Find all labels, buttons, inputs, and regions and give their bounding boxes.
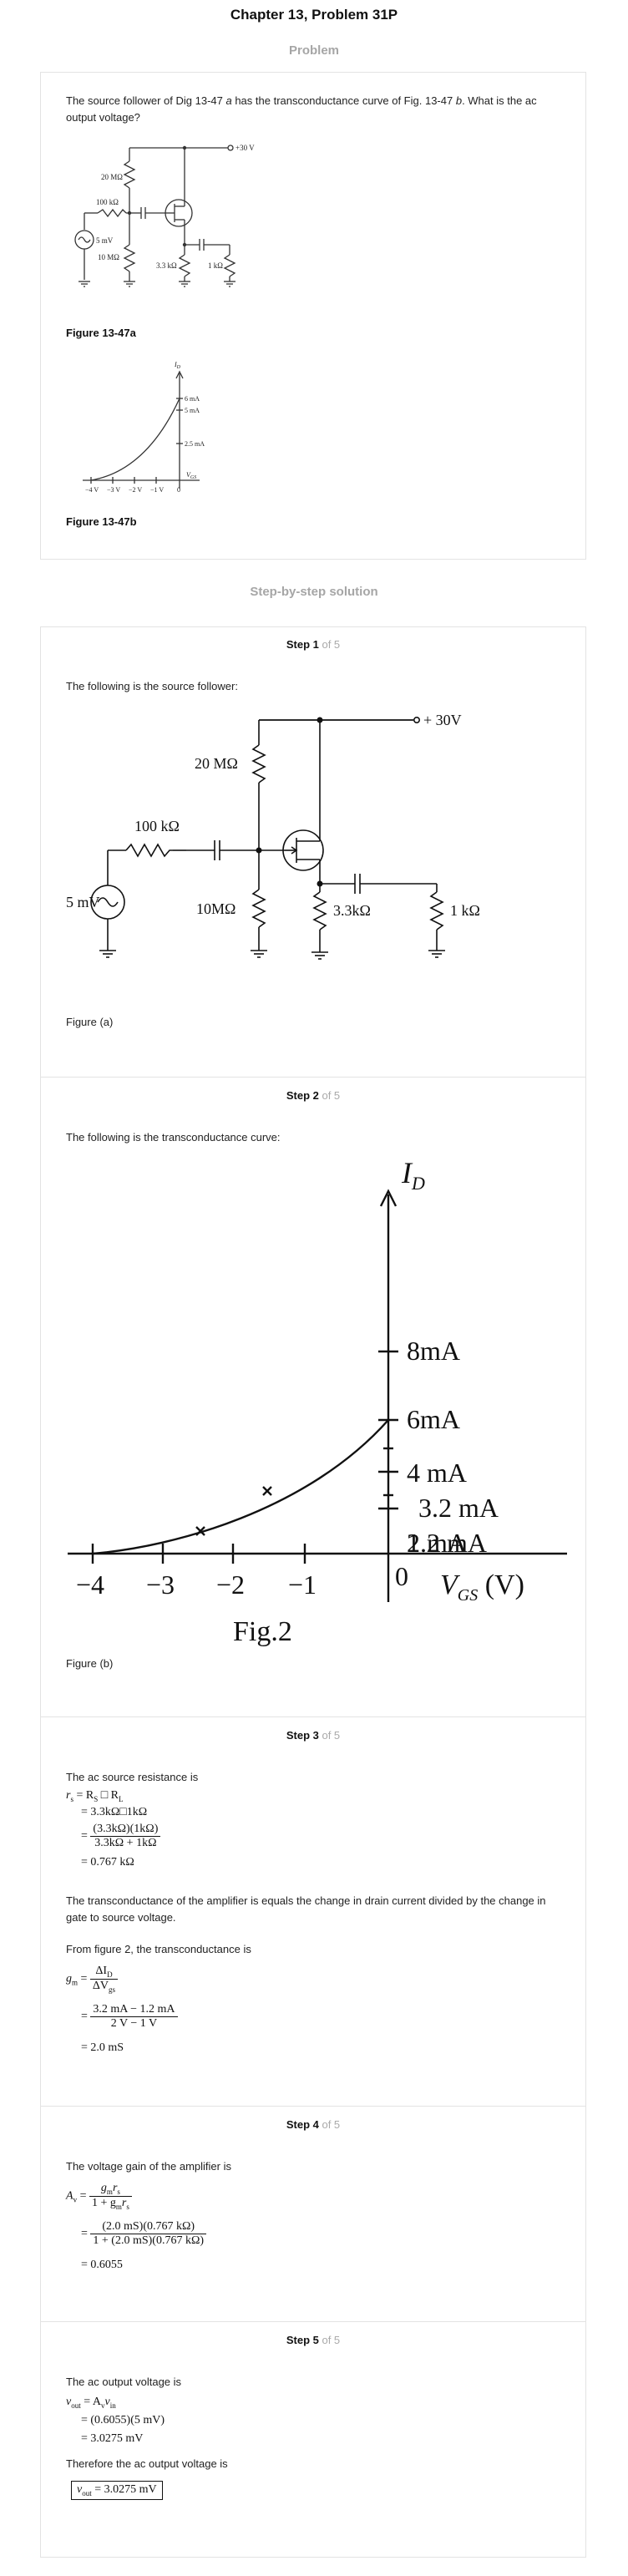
step-1-header: Step 1 of 5 bbox=[286, 638, 341, 651]
svg-text:−1: −1 bbox=[288, 1569, 317, 1600]
svg-text:−4: −4 bbox=[76, 1569, 104, 1600]
svg-text:−2: −2 bbox=[216, 1569, 245, 1600]
step-3-equation-1: rs = RS □ RL = 3.3kΩ□1kΩ = (3.3kΩ)(1kΩ)3… bbox=[66, 1789, 560, 1869]
svg-text:−3 V: −3 V bbox=[107, 486, 120, 494]
page-title: Chapter 13, Problem 31P bbox=[230, 7, 398, 23]
step-5-text-2: Therefore the ac output voltage is bbox=[66, 2457, 228, 2470]
fig-b-25ma: 2.5 mA bbox=[185, 440, 205, 448]
figure-13-47a-caption: Figure 13-47a bbox=[66, 327, 136, 339]
step1-rs-label: 3.3kΩ bbox=[333, 902, 371, 919]
step-5-text-1: The ac output voltage is bbox=[66, 2376, 182, 2388]
step1-r-src-label: 100 kΩ bbox=[134, 818, 180, 834]
curve-label-4ma: 4 mA bbox=[407, 1458, 467, 1488]
step-3: Step 3 of 5 The ac source resistance is … bbox=[40, 1717, 586, 2107]
fig-a-vin-label: 5 mV bbox=[96, 236, 114, 245]
fig-a-r-src-label: 100 kΩ bbox=[96, 198, 119, 206]
step-3-text-2: The transconductance of the amplifier is… bbox=[66, 1894, 546, 1924]
fig-2-title: Fig.2 bbox=[233, 1616, 292, 1647]
fig-a-vdd-label: +30 V bbox=[236, 144, 255, 152]
step-5: Step 5 of 5 The ac output voltage is vou… bbox=[40, 2322, 586, 2558]
step-3-header: Step 3 of 5 bbox=[286, 1729, 341, 1742]
step-3-text-1: The ac source resistance is bbox=[66, 1771, 199, 1783]
svg-text:ID: ID bbox=[174, 361, 181, 370]
svg-text:−1 V: −1 V bbox=[150, 486, 164, 494]
figure-a-caption: Figure (a) bbox=[66, 1016, 114, 1028]
fig-a-rl-label: 1 kΩ bbox=[208, 261, 223, 270]
problem-text: The source follower of Dig 13-47 a has t… bbox=[66, 94, 537, 124]
solution-label: Step-by-step solution bbox=[250, 585, 378, 599]
curve-label-12ma: 1.2 mA bbox=[407, 1528, 487, 1558]
step1-vin-label: 5 mV bbox=[66, 894, 100, 910]
step-2-text: The following is the transconductance cu… bbox=[66, 1131, 281, 1143]
svg-text:−2 V: −2 V bbox=[129, 486, 142, 494]
step-2-transconductance-curve: ID 8mA 6mA 4 mA 3.2 mA 2 mA 1.2 mA −4 −3… bbox=[68, 1156, 567, 1647]
step-1: Step 1 of 5 The following is the source … bbox=[40, 626, 586, 1078]
step1-vdd-label: + 30V bbox=[423, 712, 462, 728]
fig-b-6ma: 6 mA bbox=[185, 395, 200, 403]
solution-top-border bbox=[40, 626, 586, 627]
curve-label-6ma: 6mA bbox=[407, 1404, 460, 1434]
step1-r-top-label: 20 MΩ bbox=[195, 755, 238, 772]
svg-text:0: 0 bbox=[177, 486, 180, 494]
problem-card: The source follower of Dig 13-47 a has t… bbox=[40, 72, 586, 560]
curve-label-2ma: 2 mA bbox=[407, 1528, 467, 1558]
step-2-header: Step 2 of 5 bbox=[286, 1089, 341, 1102]
step1-r-bot-label: 10MΩ bbox=[196, 900, 236, 917]
step-1-text: The following is the source follower: bbox=[66, 680, 238, 692]
step-5-equation: vout = Avvin = (0.6055)(5 mV) = 3.0275 m… bbox=[66, 2396, 165, 2445]
step-2: Step 2 of 5 The following is the transco… bbox=[40, 1078, 586, 1717]
step-5-header: Step 5 of 5 bbox=[286, 2334, 341, 2346]
step-4-text: The voltage gain of the amplifier is bbox=[66, 2160, 231, 2173]
svg-text:−3: −3 bbox=[146, 1569, 175, 1600]
fig-a-r-bot-label: 10 MΩ bbox=[98, 253, 119, 261]
figure-13-47a-circuit: +30 V 20 MΩ 100 kΩ 10 MΩ 5 mV 3.3 kΩ 1 k… bbox=[74, 144, 255, 287]
step-4: Step 4 of 5 The voltage gain of the ampl… bbox=[40, 2107, 586, 2322]
step-4-header: Step 4 of 5 bbox=[286, 2118, 341, 2131]
svg-text:−4 V: −4 V bbox=[85, 486, 99, 494]
figure-b-caption: Figure (b) bbox=[66, 1657, 114, 1670]
step-1-circuit: + 30V 20 MΩ 100 kΩ 5 mV 10MΩ 3.3kΩ 1 kΩ bbox=[66, 712, 480, 960]
step1-rl-label: 1 kΩ bbox=[450, 902, 480, 919]
fig-b-5ma: 5 mA bbox=[185, 407, 200, 414]
step-3-text-3: From figure 2, the transconductance is bbox=[66, 1943, 251, 1955]
fig-a-r-top-label: 20 MΩ bbox=[101, 173, 123, 181]
svg-text:VGS: VGS bbox=[186, 471, 196, 480]
svg-text:0: 0 bbox=[395, 1561, 408, 1591]
curve-label-8ma: 8mA bbox=[407, 1336, 460, 1366]
svg-text:ID: ID bbox=[401, 1156, 425, 1194]
fig-a-rs-label: 3.3 kΩ bbox=[156, 261, 177, 270]
svg-text:VGS (V): VGS (V) bbox=[440, 1569, 524, 1605]
figure-13-47b-curve: ID 6 mA 5 mA 2.5 mA VGS −4 V −3 V −2 V −… bbox=[83, 361, 205, 494]
final-answer-box: vout = 3.0275 mV bbox=[71, 2481, 163, 2500]
problem-label: Problem bbox=[288, 43, 339, 58]
curve-label-32ma: 3.2 mA bbox=[418, 1493, 499, 1523]
figure-13-47b-caption: Figure 13-47b bbox=[66, 515, 137, 528]
